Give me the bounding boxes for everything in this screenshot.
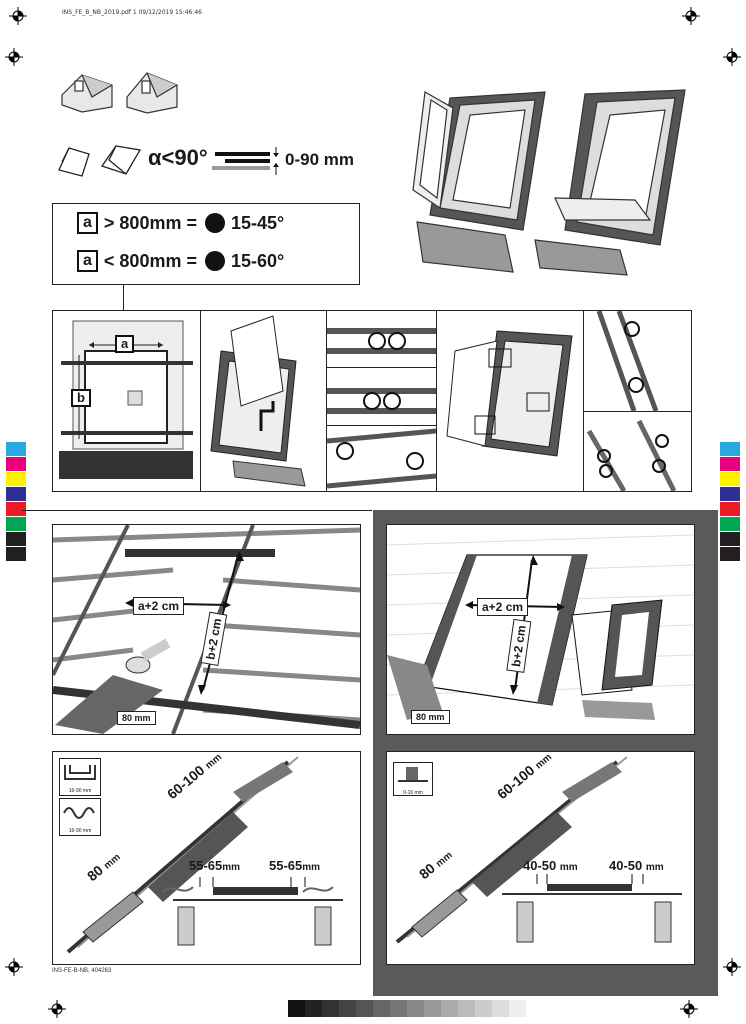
color-calibration-bar-left — [6, 442, 26, 562]
tile-profile-range: 0-16 mm — [403, 790, 423, 796]
gap-dimension-1: 40-50 mm — [523, 858, 578, 873]
connector-line — [123, 285, 124, 310]
width-label: a+2 cm — [477, 598, 529, 616]
tile-profile-range: 16-90 mm — [68, 828, 92, 834]
section-diagram-left: 16-90 mm 16-90 mm 60-100 mm 80 mm 55-65m… — [52, 751, 361, 965]
registration-mark-icon — [723, 958, 741, 976]
offset-label: 80 mm — [411, 710, 450, 724]
registration-mark-icon — [48, 1000, 66, 1018]
gap-dimension-1: 55-65mm — [189, 858, 241, 873]
gap-dimension-2: 40-50 mm — [609, 858, 664, 873]
roof-models-illustration — [61, 72, 178, 114]
file-info: INS_FE_B_NB_2019.pdf 1 09/12/2019 15:46:… — [62, 9, 203, 16]
color-calibration-bar-right — [720, 442, 740, 562]
roof-angle-icon — [204, 213, 225, 233]
gap-diagram-icon — [212, 147, 279, 175]
section-diagram-right: 0-16 mm 60-100 mm 80 mm 40-50 mm 40-50 m… — [386, 751, 695, 965]
section-divider — [22, 510, 372, 511]
variable-a-label: a — [77, 212, 98, 234]
gap-range: 0-90 mm — [285, 150, 354, 169]
variable-a-label: a — [77, 250, 98, 272]
rule-condition: > 800mm = — [103, 212, 197, 233]
rule-row-wide: a > 800mm = 15-45° — [77, 208, 359, 238]
dimension-a-label: a — [115, 335, 135, 353]
gap-dimension-2: 55-65mm — [269, 858, 321, 873]
roof-angle-icons — [58, 145, 142, 177]
offset-label: 80 mm — [117, 711, 156, 725]
cutting-diagram-right: a+2 cm b+2 cm 80 mm — [386, 524, 695, 735]
sash-reinstall-diagram — [446, 330, 573, 457]
registration-mark-icon — [9, 7, 27, 25]
rule-range: 15-60° — [230, 250, 285, 271]
grayscale-calibration-bar — [288, 1000, 526, 1017]
angle-rules-box: a > 800mm = 15-45° a < 800mm = 15-60° — [52, 203, 360, 285]
tile-profile-range: 16-90 mm — [68, 788, 92, 794]
dimension-b-label: b — [71, 389, 91, 407]
registration-mark-icon — [723, 48, 741, 66]
tile-profile-flat-icon: 0-16 mm — [393, 762, 433, 796]
registration-mark-icon — [680, 1000, 698, 1018]
installation-step-strip: a b — [52, 310, 692, 492]
width-label: a+2 cm — [133, 597, 185, 615]
cutting-diagram-left: a+2 cm b+2 cm 80 mm — [52, 524, 361, 735]
rule-range: 15-45° — [230, 212, 285, 233]
hinge-detail-diagram — [327, 328, 436, 489]
registration-mark-icon — [5, 48, 23, 66]
hinge-screw-diagram — [586, 311, 677, 491]
registration-mark-icon — [682, 7, 700, 25]
roof-angle-icon — [204, 251, 225, 271]
tile-profile-wave-icon: 16-90 mm — [59, 758, 101, 796]
roof-window-open-illustration — [412, 89, 686, 276]
opening-measurement-diagram — [59, 320, 193, 479]
tile-profile-corrugated-icon: 16-90 mm — [59, 798, 101, 836]
rule-row-narrow: a < 800mm = 15-60° — [77, 246, 359, 276]
rule-condition: < 800mm = — [103, 250, 197, 271]
doc-code: INS-FE-B-NB, 404263 — [52, 968, 112, 974]
angle-condition: α<90° — [148, 145, 208, 170]
sash-removal-diagram — [210, 315, 306, 487]
registration-mark-icon — [5, 958, 23, 976]
